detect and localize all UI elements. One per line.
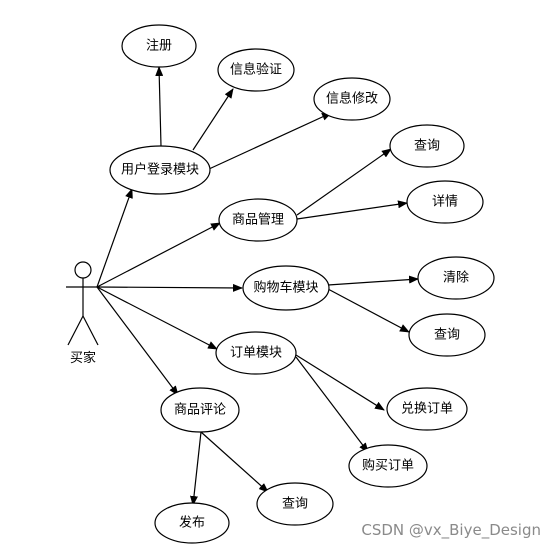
usecase-cart-clear: 清除 — [417, 256, 495, 300]
actor-label: 买家 — [70, 350, 96, 366]
usecase-review-publish: 发布 — [154, 502, 230, 544]
edge-product-query — [296, 148, 392, 216]
usecase-product-mgmt: 商品管理 — [218, 198, 298, 242]
edge-actor-cart — [96, 283, 243, 292]
usecase-review-query-label: 查询 — [282, 497, 308, 512]
usecase-cart-query-label: 查询 — [434, 328, 460, 343]
actor-buyer: 买家 — [66, 261, 100, 366]
usecase-order-exchange: 兑换订单 — [386, 387, 468, 431]
usecase-review-label: 商品评论 — [174, 403, 226, 418]
edge-cart-clear — [327, 275, 419, 286]
usecase-review-query: 查询 — [256, 482, 334, 526]
usecase-cart-clear-label: 清除 — [443, 271, 469, 286]
usecase-order: 订单模块 — [215, 331, 297, 375]
edge-cart-query — [327, 288, 410, 333]
edge-login-modify — [208, 112, 332, 170]
usecase-verify: 信息验证 — [217, 48, 295, 92]
usecase-verify-label: 信息验证 — [230, 62, 282, 78]
edge-order-buy — [295, 356, 369, 453]
edge-actor-login — [96, 188, 133, 288]
edge-actor-order — [96, 286, 218, 350]
usecase-review: 商品评论 — [160, 387, 240, 433]
usecase-login-label: 用户登录模块 — [121, 162, 199, 178]
edge-actor-product-mgmt — [96, 222, 221, 288]
usecase-cart: 购物车模块 — [242, 265, 330, 311]
edge-product-detail — [296, 200, 408, 220]
usecase-review-publish-label: 发布 — [179, 515, 205, 531]
edges — [96, 66, 419, 506]
usecase-product-query: 查询 — [389, 124, 465, 168]
usecase-register-label: 注册 — [146, 39, 172, 54]
usecase-register: 注册 — [121, 24, 197, 68]
edge-actor-review — [96, 286, 179, 396]
usecase-order-exchange-label: 兑换订单 — [401, 402, 453, 417]
usecase-modify-label: 信息修改 — [326, 91, 378, 107]
usecase-cart-label: 购物车模块 — [253, 280, 318, 296]
usecase-product-query-label: 查询 — [414, 139, 440, 154]
actor-leg-left — [67, 315, 84, 346]
usecase-product-detail-label: 详情 — [432, 195, 458, 210]
edge-review-query — [200, 431, 269, 493]
usecase-login: 用户登录模块 — [109, 145, 211, 195]
usecase-modify: 信息修改 — [313, 77, 391, 121]
edge-login-register — [155, 66, 164, 147]
watermark: CSDN @vx_Biye_Design — [361, 521, 541, 539]
edge-order-exchange — [295, 354, 385, 411]
usecase-cart-query: 查询 — [408, 313, 486, 357]
usecase-order-buy: 购买订单 — [348, 444, 428, 488]
usecase-product-detail: 详情 — [406, 180, 484, 224]
edge-login-verify — [192, 88, 234, 151]
actor-leg-right — [82, 315, 99, 346]
usecase-order-label: 订单模块 — [230, 346, 282, 361]
actor-head — [74, 261, 92, 279]
edge-review-publish — [190, 431, 202, 506]
usecase-product-mgmt-label: 商品管理 — [232, 213, 284, 228]
usecase-order-buy-label: 购买订单 — [362, 458, 414, 474]
